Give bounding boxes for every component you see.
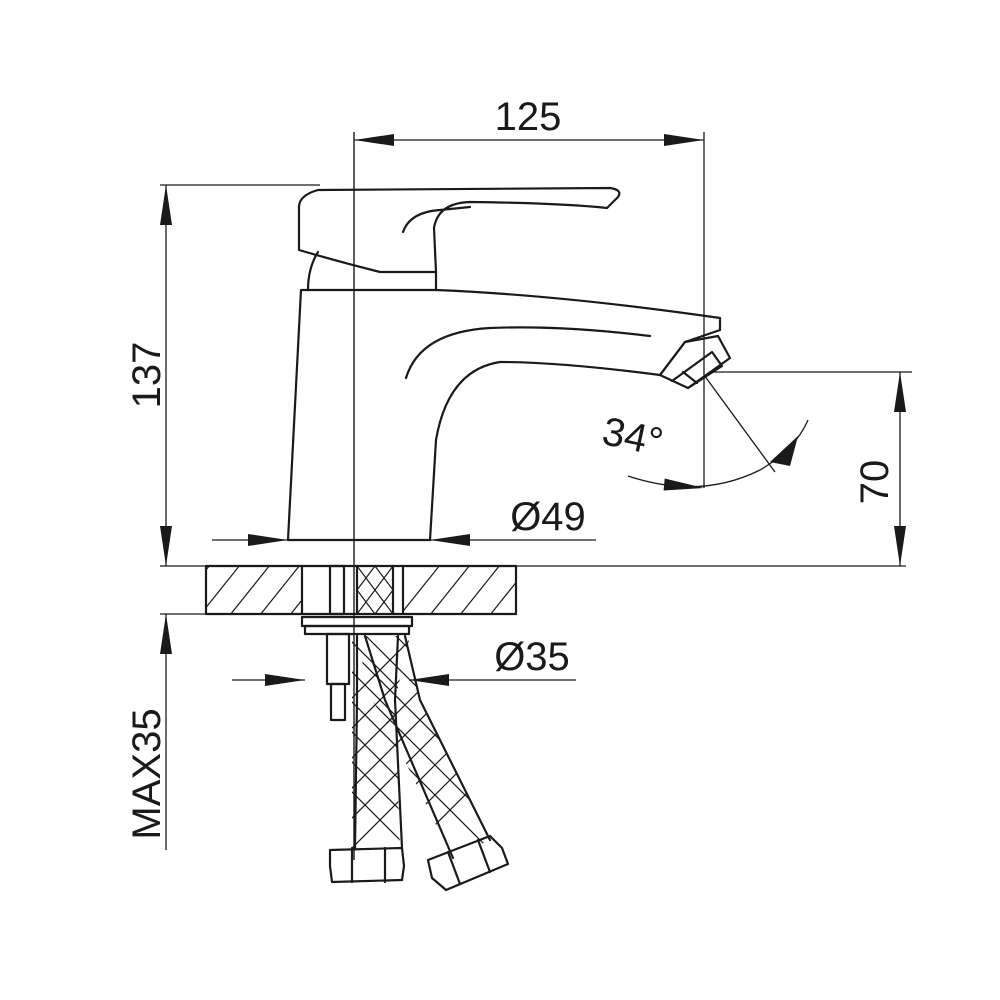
supply-hose-right <box>360 634 510 892</box>
width-label: 125 <box>495 95 562 139</box>
dimension-base-diameter <box>212 534 596 546</box>
dimension-thread-diameter <box>232 674 576 686</box>
thread-diameter-label: Ø35 <box>494 635 570 679</box>
faucet-body <box>286 186 732 542</box>
countertop-section <box>204 564 518 616</box>
dimension-height <box>160 184 320 566</box>
handle-inner-contour <box>401 205 472 234</box>
hex-nut-left <box>328 846 406 884</box>
aerator <box>658 334 732 390</box>
main-body <box>286 288 722 542</box>
dimension-spout-height <box>710 371 912 566</box>
height-label: 137 <box>125 342 169 409</box>
spout-height-label: 70 <box>853 460 897 505</box>
handle-skirt <box>306 250 320 292</box>
dimension-max-thickness <box>160 613 206 850</box>
handle-lever <box>297 186 621 274</box>
dimension-width <box>354 132 705 488</box>
angle-label: 34° <box>598 409 666 465</box>
body-contour-curve <box>404 326 652 380</box>
base-diameter-label: Ø49 <box>510 495 586 539</box>
supply-hose-left <box>328 634 410 884</box>
hex-nut-right <box>426 834 510 892</box>
dimension-angle <box>627 374 809 491</box>
max-thickness-label: MAX35 <box>125 708 169 839</box>
